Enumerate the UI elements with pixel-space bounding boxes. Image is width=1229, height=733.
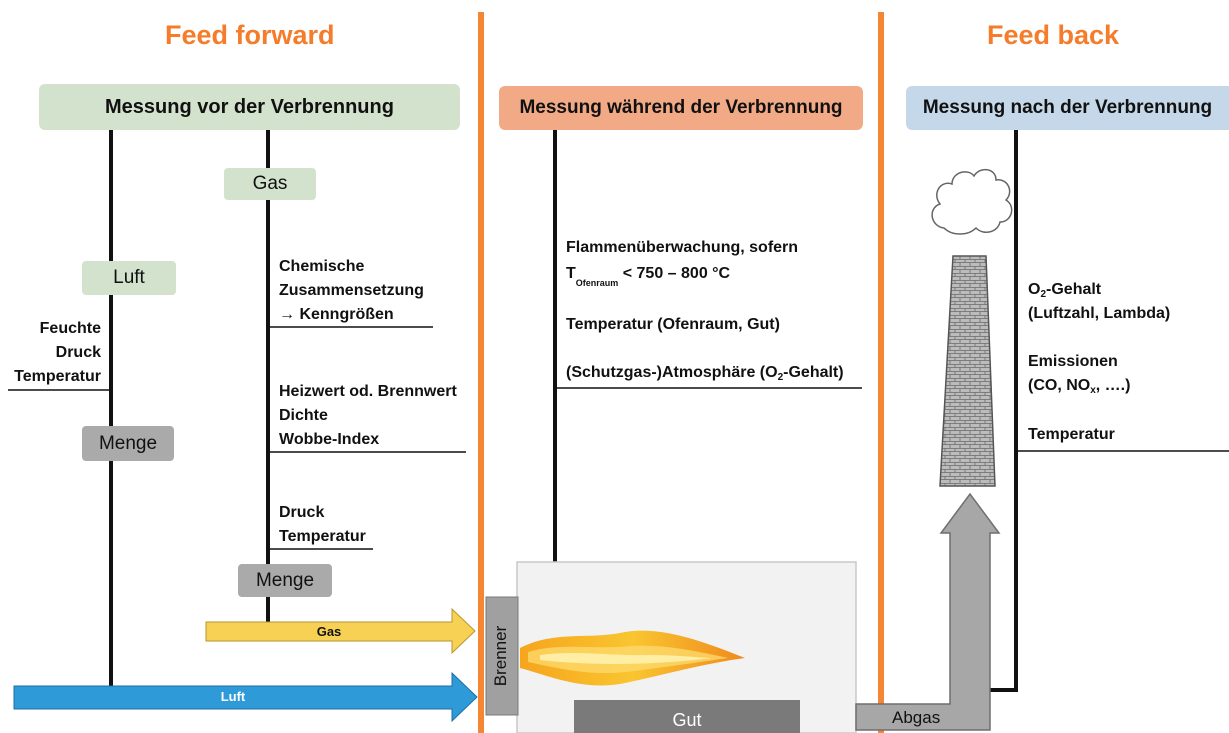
brenner-label: Brenner: [491, 625, 510, 687]
after-o2-line2: (Luftzahl, Lambda): [1028, 305, 1171, 322]
menge-luft-box: Menge: [82, 426, 174, 461]
gas-label-box: Gas: [224, 168, 316, 200]
during-flame-line2: TOfenraum < 750 – 800 °C: [566, 265, 731, 288]
burner-block: [485, 596, 519, 716]
luft-param-temperatur: Temperatur: [14, 368, 101, 385]
section-during-header: Messung während der Verbrennung: [499, 86, 863, 130]
after-emissions-line2: (CO, NOx, ….): [1028, 377, 1131, 396]
gas-param-line: Temperatur: [279, 528, 366, 545]
feed-forward-heading: Feed forward: [165, 20, 335, 50]
gas-param-line: Chemische: [279, 258, 365, 275]
gas-arrow: [205, 607, 476, 655]
gas-param-line: Druck: [279, 504, 325, 521]
gut-label: Gut: [672, 710, 702, 730]
abgas-label: Abgas: [892, 708, 941, 727]
section-after-header: Messung nach der Verbrennung: [906, 86, 1229, 130]
after-emissions: Emissionen: [1028, 353, 1118, 370]
luft-arrow-label: Luft: [220, 689, 246, 704]
chimney: [939, 255, 996, 487]
luft-arrow: [13, 671, 478, 723]
exhaust-arrow: [855, 492, 1001, 731]
flame-icon: [520, 630, 745, 686]
gas-param-line: Wobbe-Index: [279, 431, 380, 448]
divider-left: [478, 12, 484, 733]
divider-right: [878, 12, 884, 733]
gas-param-line: → Kenngrößen: [279, 306, 394, 323]
during-temperature: Temperatur (Ofenraum, Gut): [566, 316, 780, 333]
feed-back-heading: Feed back: [987, 20, 1120, 50]
after-temperature: Temperatur: [1028, 426, 1115, 443]
gas-param-line: Dichte: [279, 407, 328, 424]
gas-param-line: Zusammensetzung: [279, 282, 424, 299]
during-atmosphere: (Schutzgas-)Atmosphäre (O2-Gehalt): [566, 364, 844, 383]
after-o2: O2-Gehalt: [1028, 281, 1102, 300]
gas-arrow-label: Gas: [316, 624, 342, 639]
during-flame-line1: Flammenüberwachung, sofern: [566, 239, 799, 256]
section-before-header: Messung vor der Verbrennung: [39, 84, 460, 130]
smoke-cloud-icon: [931, 168, 1013, 235]
gas-param-line: Heizwert od. Brennwert: [279, 383, 457, 400]
luft-label-box: Luft: [82, 261, 176, 295]
gut-block: [574, 700, 800, 733]
luft-param-druck: Druck: [55, 344, 101, 361]
luft-param-feuchte: Feuchte: [39, 320, 101, 337]
menge-gas-box: Menge: [238, 564, 332, 597]
